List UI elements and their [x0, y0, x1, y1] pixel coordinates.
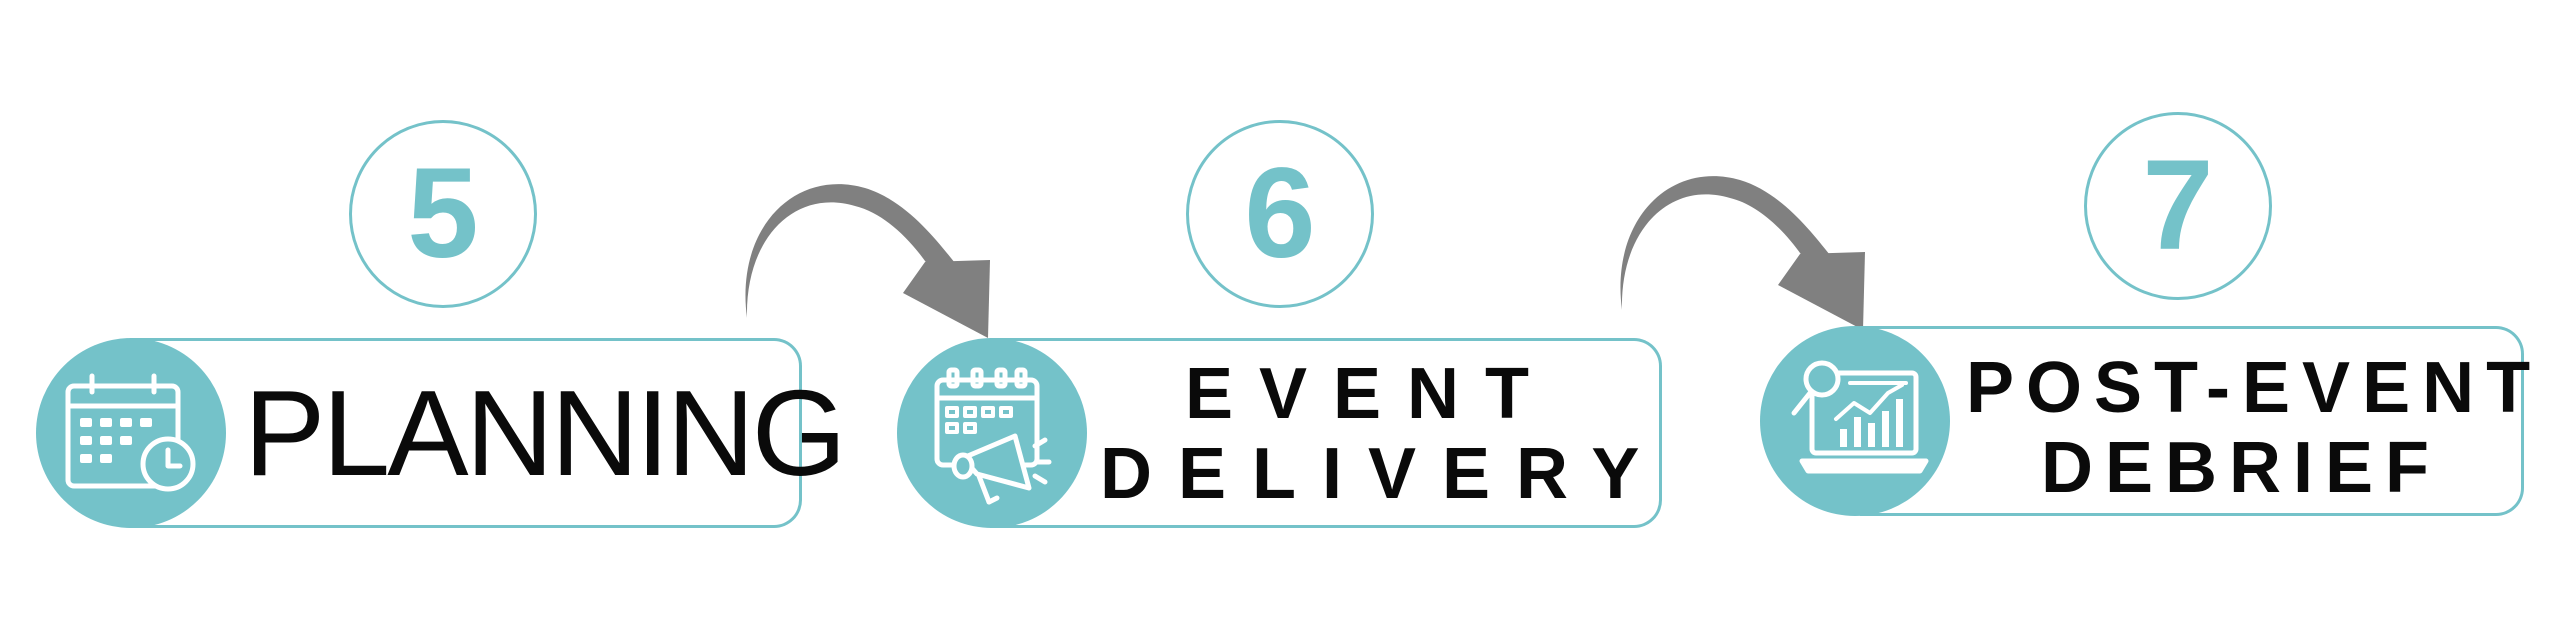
- arrow-head: [903, 260, 990, 338]
- step-7-icon-circle: [1760, 326, 1950, 516]
- step-5-label: PLANNING: [244, 365, 847, 501]
- step-number-text: 7: [2142, 134, 2214, 277]
- arrow-head: [1778, 252, 1865, 330]
- step-7-label-line2: DEBRIEF: [2040, 428, 2442, 508]
- step-5-number: 5: [349, 120, 537, 308]
- calendar-clock-icon: [65, 373, 196, 492]
- calendar-megaphone-icon: [934, 367, 1052, 505]
- step-number-text: 5: [407, 142, 479, 285]
- flow-arrow-1: [745, 184, 990, 338]
- step-6-label-line2: DELIVERY: [1100, 434, 1666, 514]
- step-6-label-line1: EVENT: [1184, 354, 1556, 434]
- flow-arrow-2: [1620, 176, 1865, 330]
- step-number-text: 6: [1244, 142, 1316, 285]
- arrow-shaft: [745, 184, 955, 318]
- step-5-icon-circle: [36, 338, 226, 528]
- step-6-number: 6: [1186, 120, 1374, 308]
- step-7-label-line1: POST-EVENT: [1966, 348, 2543, 428]
- step-7-box: [1860, 326, 2524, 516]
- step-5-box: [130, 338, 802, 528]
- step-6-icon-circle: [897, 338, 1087, 528]
- step-7-number: 7: [2084, 112, 2272, 300]
- arrow-shaft: [1620, 176, 1830, 310]
- analytics-laptop-icon: [1791, 360, 1929, 474]
- step-6-box: [990, 338, 1662, 528]
